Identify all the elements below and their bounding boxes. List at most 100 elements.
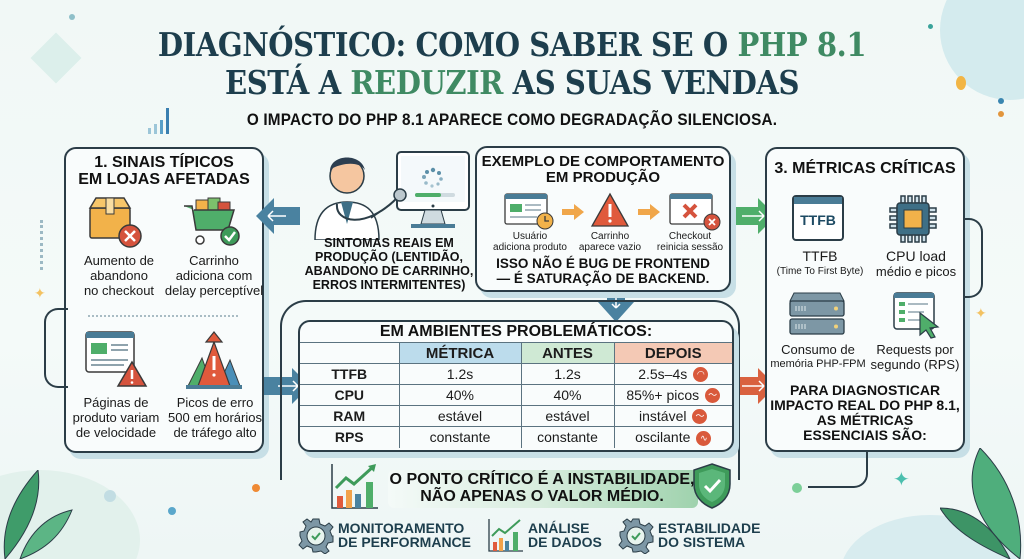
caption-line: ERROS INTERMITENTES) [312, 278, 466, 292]
cell-antes: estável [521, 405, 615, 427]
sparkle-icon: ✦ [893, 469, 910, 491]
table-row: RPS constante constante oscilante∿ [300, 426, 732, 448]
growth-chart-icon [331, 464, 378, 509]
table-row: TTFB 1.2s 1.2s 2.5s–4s◠ [300, 363, 732, 385]
trend-icon: 〜 [705, 388, 721, 404]
conclusion-line: PARA DIAGNOSTICAR [789, 382, 941, 398]
gear-check-icon [618, 518, 654, 554]
bg-dot [956, 76, 966, 90]
caption-line: Páginas de [83, 395, 149, 410]
footer-line: MONITORAMENTO [338, 520, 465, 536]
footer-line: DO SISTEMA [658, 534, 746, 550]
chart-growth-icon [488, 519, 523, 552]
arrow-right-small-icon [638, 204, 660, 220]
caption-line: Requests por [876, 342, 954, 357]
ttfb-badge: TTFB [800, 212, 836, 228]
bg-dot [104, 490, 116, 502]
caption-line: PRODUÇÃO (LENTIDÃO, [315, 250, 463, 264]
requests-cursor-icon [893, 292, 940, 339]
cell-depois-value: 85%+ picos [626, 386, 700, 403]
bg-dot [252, 484, 260, 492]
cell-depois-value: instável [639, 407, 687, 424]
step-caption: Usuário adiciona produto [490, 231, 570, 253]
gear-check-icon [298, 518, 334, 554]
cell-metrica: estável [399, 405, 522, 427]
metric-caption: TTFB (Time To First Byte) [770, 249, 870, 279]
footer-line: DE DADOS [528, 534, 602, 550]
caption-line: Consumo de [781, 342, 855, 357]
cell-depois-value: oscilante [635, 428, 691, 445]
caption-line: Aumento de [83, 253, 155, 268]
caption-line: ABANDONO DE CARRINHO, [304, 264, 474, 278]
caption-line: SINTOMAS REAIS EM [324, 236, 454, 250]
table-row: RAM estável estável instável〜 [300, 405, 732, 427]
step-caption: Carrinho aparece vazio [572, 231, 648, 253]
footer-line: ESTABILIDADE [658, 520, 761, 536]
subtitle: O IMPACTO DO PHP 8.1 APARECE COMO DEGRAD… [246, 110, 778, 129]
cpu-chip-icon [889, 195, 937, 243]
table-header-depois: DEPOIS [614, 342, 732, 364]
section3-conclusion: PARA DIAGNOSTICAR IMPACTO REAL DO PHP 8.… [765, 383, 965, 443]
cart-check-icon [184, 197, 240, 246]
row-label: TTFB [300, 363, 400, 385]
caption-line: reinicia sessão [656, 242, 724, 253]
footer-line: ANÁLISE [528, 520, 590, 536]
cell-depois: 2.5s–4s◠ [614, 363, 732, 385]
footer-item-analise: ANÁLISE DE DADOS [528, 521, 602, 549]
row-label: RPS [300, 426, 400, 448]
caption-line: adiciona com [175, 268, 253, 283]
conclusion-line: AS MÉTRICAS [816, 412, 914, 428]
page-title: DIAGNÓSTICO: COMO SABER SE O PHP 8.1 EST… [61, 26, 962, 102]
callout-banner [388, 470, 698, 508]
section1-title: 1. SINAIS TÍPICOS EM LOJAS AFETADAS [64, 154, 264, 188]
section3-title: 3. MÉTRICAS CRÍTICAS [774, 160, 956, 177]
dotted-vertical [40, 220, 44, 270]
bg-dot [69, 14, 75, 20]
footer-item-estabilidade: ESTABILIDADE DO SISTEMA [658, 521, 760, 549]
caption-line: de velocidade [75, 425, 157, 440]
arrow-right-small-icon [562, 204, 584, 220]
table-header-cell [300, 342, 400, 364]
cell-antes: 1.2s [521, 363, 615, 385]
window-bar [794, 197, 842, 204]
gauge-icon: ◠ [693, 367, 709, 383]
cell-depois: oscilante∿ [614, 426, 732, 448]
doctor-monitor-illustration [314, 151, 470, 240]
caption-line: TTFB [802, 248, 838, 264]
table-title: EM AMBIENTES PROBLEMÁTICOS: [379, 323, 653, 340]
signal-caption: Picos de erro 500 em horários de tráfego… [164, 395, 266, 440]
bg-dot [998, 98, 1004, 104]
bg-dot [168, 507, 176, 515]
table-header-metrica: MÉTRICA [399, 342, 522, 364]
warning-icon [590, 192, 630, 227]
arrow-left-icon [256, 198, 300, 234]
caption-line: CPU load [886, 248, 946, 264]
callout-line: NÃO APENAS O VALOR MÉDIO. [420, 488, 664, 505]
title-text: DIAGNÓSTICO: COMO SABER SE O [157, 25, 738, 64]
caption-line: (Time To First Byte) [776, 266, 864, 277]
signal-caption: Aumento de abandono no checkout [74, 253, 164, 298]
title-line: EM LOJAS AFETADAS [78, 171, 250, 188]
conclusion-line: ISSO NÃO É BUG DE FRONTEND [496, 256, 710, 271]
conclusion-line: — É SATURAÇÃO DE BACKEND. [496, 271, 710, 286]
caption-line: médio e picos [875, 264, 957, 279]
caption-line: Usuário [512, 231, 548, 242]
caption-line: adiciona produto [493, 242, 567, 253]
ttfb-window-icon: TTFB [792, 195, 844, 241]
error-spike-icon [186, 331, 242, 389]
caption-line: segundo (RPS) [870, 357, 960, 372]
bg-dot [792, 483, 802, 493]
conclusion-line: IMPACTO REAL DO PHP 8.1, [770, 397, 960, 413]
footer-item-monitoramento: MONITORAMENTO DE PERFORMANCE [338, 521, 471, 549]
caption-line: no checkout [83, 283, 155, 298]
title-highlight-php: PHP 8.1 [737, 25, 867, 64]
bg-dot [928, 24, 933, 29]
connector-right-bottom [808, 452, 868, 488]
cell-depois: instável〜 [614, 405, 732, 427]
browser-error-icon [669, 193, 721, 231]
title-line: 1. SINAIS TÍPICOS [94, 154, 234, 171]
title-highlight-reduzir: REDUZIR [350, 63, 503, 102]
caption-line: delay perceptível [164, 283, 264, 298]
caption-line: Carrinho [189, 253, 239, 268]
caption-line: produto variam [72, 410, 160, 425]
